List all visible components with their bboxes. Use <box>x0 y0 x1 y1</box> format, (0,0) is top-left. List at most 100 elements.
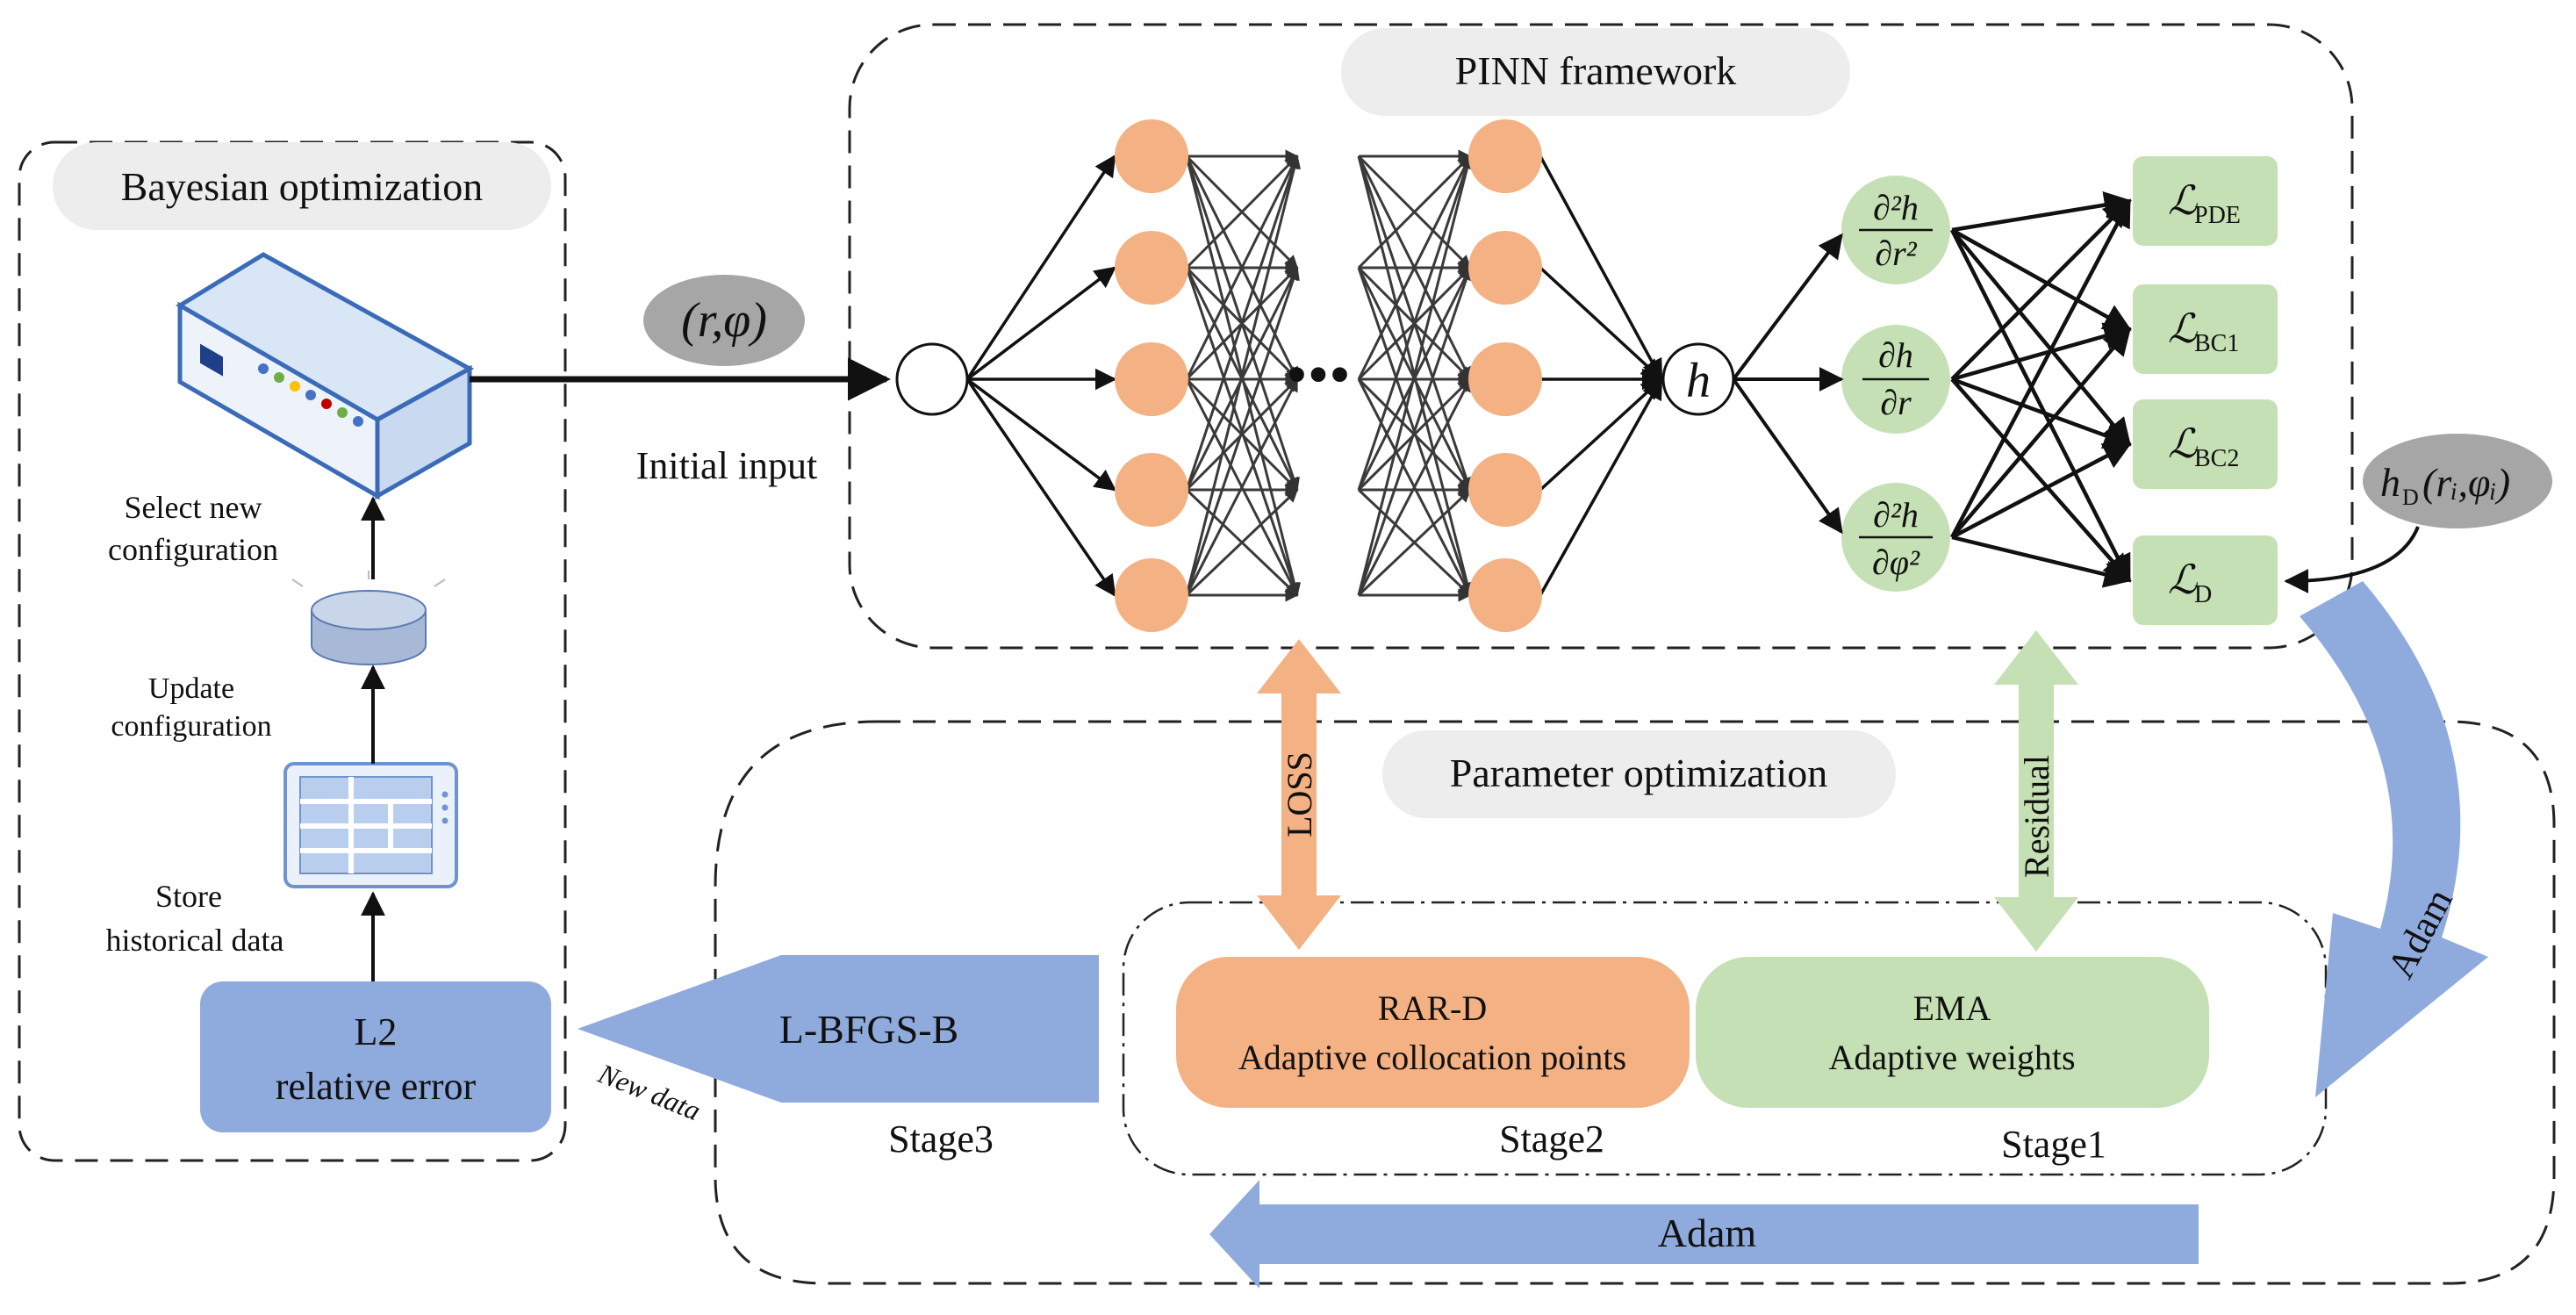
edge-layer1-to-hidden <box>1185 154 1300 491</box>
hidden-neuron <box>1115 453 1188 527</box>
svg-text:∂r: ∂r <box>1880 383 1912 422</box>
l2-line2: relative error <box>276 1065 477 1108</box>
svg-text:ℒ: ℒ <box>2168 178 2198 223</box>
ema-line2: Adaptive weights <box>1828 1038 2075 1077</box>
hidden-neuron <box>1468 558 1542 632</box>
edge-derivative-to-loss <box>1950 442 2132 539</box>
store-data-line1: Store <box>155 879 222 914</box>
stage1-label: Stage1 <box>2001 1123 2106 1166</box>
edge-input-to-layer1 <box>965 154 1116 380</box>
hidden-neuron <box>1468 453 1542 527</box>
svg-text:BC2: BC2 <box>2194 445 2239 472</box>
edge-derivative-to-loss <box>1950 228 2132 447</box>
svg-text:∂²h: ∂²h <box>1873 495 1919 535</box>
l2-line1: L2 <box>355 1010 398 1053</box>
server-icon <box>176 252 475 500</box>
edge-layer1-to-hidden <box>1185 154 1301 596</box>
hidden-neuron <box>1468 119 1542 193</box>
edge-hidden-to-layer2 <box>1357 154 1474 596</box>
select-config-line1: Select new <box>125 490 262 525</box>
edge-derivative-to-loss <box>1950 198 2131 539</box>
edge-layer1-to-hidden <box>1185 266 1300 596</box>
input-neuron <box>895 342 969 416</box>
pinn-frame <box>848 23 2354 650</box>
edge-hidden-to-layer2 <box>1357 488 1472 597</box>
update-config-line1: Update <box>148 672 234 705</box>
adam-bottom-arrow <box>1209 1180 2199 1289</box>
hidden-neuron <box>1115 119 1188 193</box>
residual-double-arrow <box>1994 630 2078 952</box>
loss-d-box: ℒ D <box>2133 535 2278 625</box>
edge-derivative-to-loss <box>1950 327 2132 539</box>
rard-box <box>1176 957 1690 1108</box>
derivative-d2h-dr2: ∂²h ∂r² <box>1841 176 1950 284</box>
edge-derivative-to-loss <box>1951 535 2133 588</box>
loss-bc2-box: ℒ BC2 <box>2133 399 2278 489</box>
edge-input-to-layer1 <box>965 378 1116 598</box>
input-vars-oval <box>643 275 805 366</box>
adam-right-arrow <box>2300 581 2488 1097</box>
pinn-title-pill <box>1341 28 1850 116</box>
lbfgsb-arrow <box>578 955 1099 1103</box>
svg-text:ℒ: ℒ <box>2168 557 2198 602</box>
edge-layer1-to-hidden <box>1185 488 1299 597</box>
observed-data-oval: h D (rᵢ,φᵢ) <box>2363 434 2552 528</box>
param-title-pill <box>1382 730 1896 818</box>
stage3-label: Stage3 <box>888 1117 994 1161</box>
pinn-title: PINN framework <box>1455 48 1737 93</box>
edge-derivative-to-loss <box>1951 191 2133 233</box>
select-config-line2: configuration <box>108 532 278 567</box>
edge-hidden-to-layer2 <box>1357 266 1473 596</box>
edge-derivative-to-loss <box>1951 322 2133 382</box>
network-edges <box>965 149 1664 602</box>
store-data-line2: historical data <box>106 923 284 958</box>
edge-derivative-to-loss <box>1950 198 2132 381</box>
bayesian-frame <box>18 140 567 1162</box>
initial-input-label: Initial input <box>636 444 818 487</box>
bayesian-title-pill <box>53 142 551 230</box>
bayesian-title: Bayesian optimization <box>121 164 484 209</box>
edge-hidden-to-layer2 <box>1357 154 1472 380</box>
stage2-label: Stage2 <box>1499 1117 1604 1161</box>
arrow-h-to-d3 <box>1732 377 1843 535</box>
svg-text:∂φ²: ∂φ² <box>1872 543 1920 582</box>
layer-ellipsis: ••• <box>1286 341 1351 409</box>
svg-text:PDE: PDE <box>2194 202 2241 229</box>
network-nodes <box>1115 119 1542 632</box>
hidden-neuron <box>1468 231 1542 305</box>
svg-text:ℒ: ℒ <box>2168 421 2198 466</box>
svg-text:∂r²: ∂r² <box>1875 234 1917 273</box>
edge-derivative-to-loss <box>1951 377 2132 449</box>
svg-text:∂h: ∂h <box>1878 335 1913 375</box>
input-vars: (r,φ) <box>681 293 767 348</box>
edge-layer2-to-output <box>1539 155 1663 382</box>
hidden-neuron <box>1468 342 1542 416</box>
rard-line2: Adaptive collocation points <box>1238 1038 1626 1077</box>
svg-text:h: h <box>2380 460 2400 505</box>
l2-error-box <box>200 981 551 1132</box>
table-grid-icon <box>283 762 458 888</box>
edge-layer1-to-hidden <box>1185 377 1299 596</box>
svg-text:D: D <box>2402 485 2419 510</box>
svg-text:∂²h: ∂²h <box>1873 188 1919 227</box>
svg-text:D: D <box>2194 581 2212 608</box>
loss-bc1-box: ℒ BC1 <box>2133 284 2278 374</box>
svg-text:ℒ: ℒ <box>2168 306 2198 351</box>
edge-hidden-to-layer2 <box>1357 154 1473 491</box>
residual-arrow-label: Residual <box>2017 755 2056 878</box>
edge-input-to-layer1 <box>965 266 1116 381</box>
edge-layer2-to-output <box>1539 377 1663 596</box>
edge-layer1-to-hidden <box>1185 154 1299 269</box>
svg-text:BC1: BC1 <box>2194 330 2239 357</box>
param-frame <box>714 720 2556 1285</box>
hidden-neuron <box>1115 231 1188 305</box>
edge-hidden-to-layer2 <box>1357 377 1472 596</box>
ema-line1: EMA <box>1913 988 1991 1028</box>
ema-box <box>1696 957 2209 1108</box>
adam-bottom-label: Adam <box>1658 1211 1757 1255</box>
edge-derivative-to-loss <box>1950 228 2132 331</box>
hidden-neuron <box>1115 558 1188 632</box>
edge-layer2-to-output <box>1539 377 1663 492</box>
param-title: Parameter optimization <box>1450 751 1827 795</box>
lbfgsb-label: L-BFGS-B <box>779 1007 958 1052</box>
